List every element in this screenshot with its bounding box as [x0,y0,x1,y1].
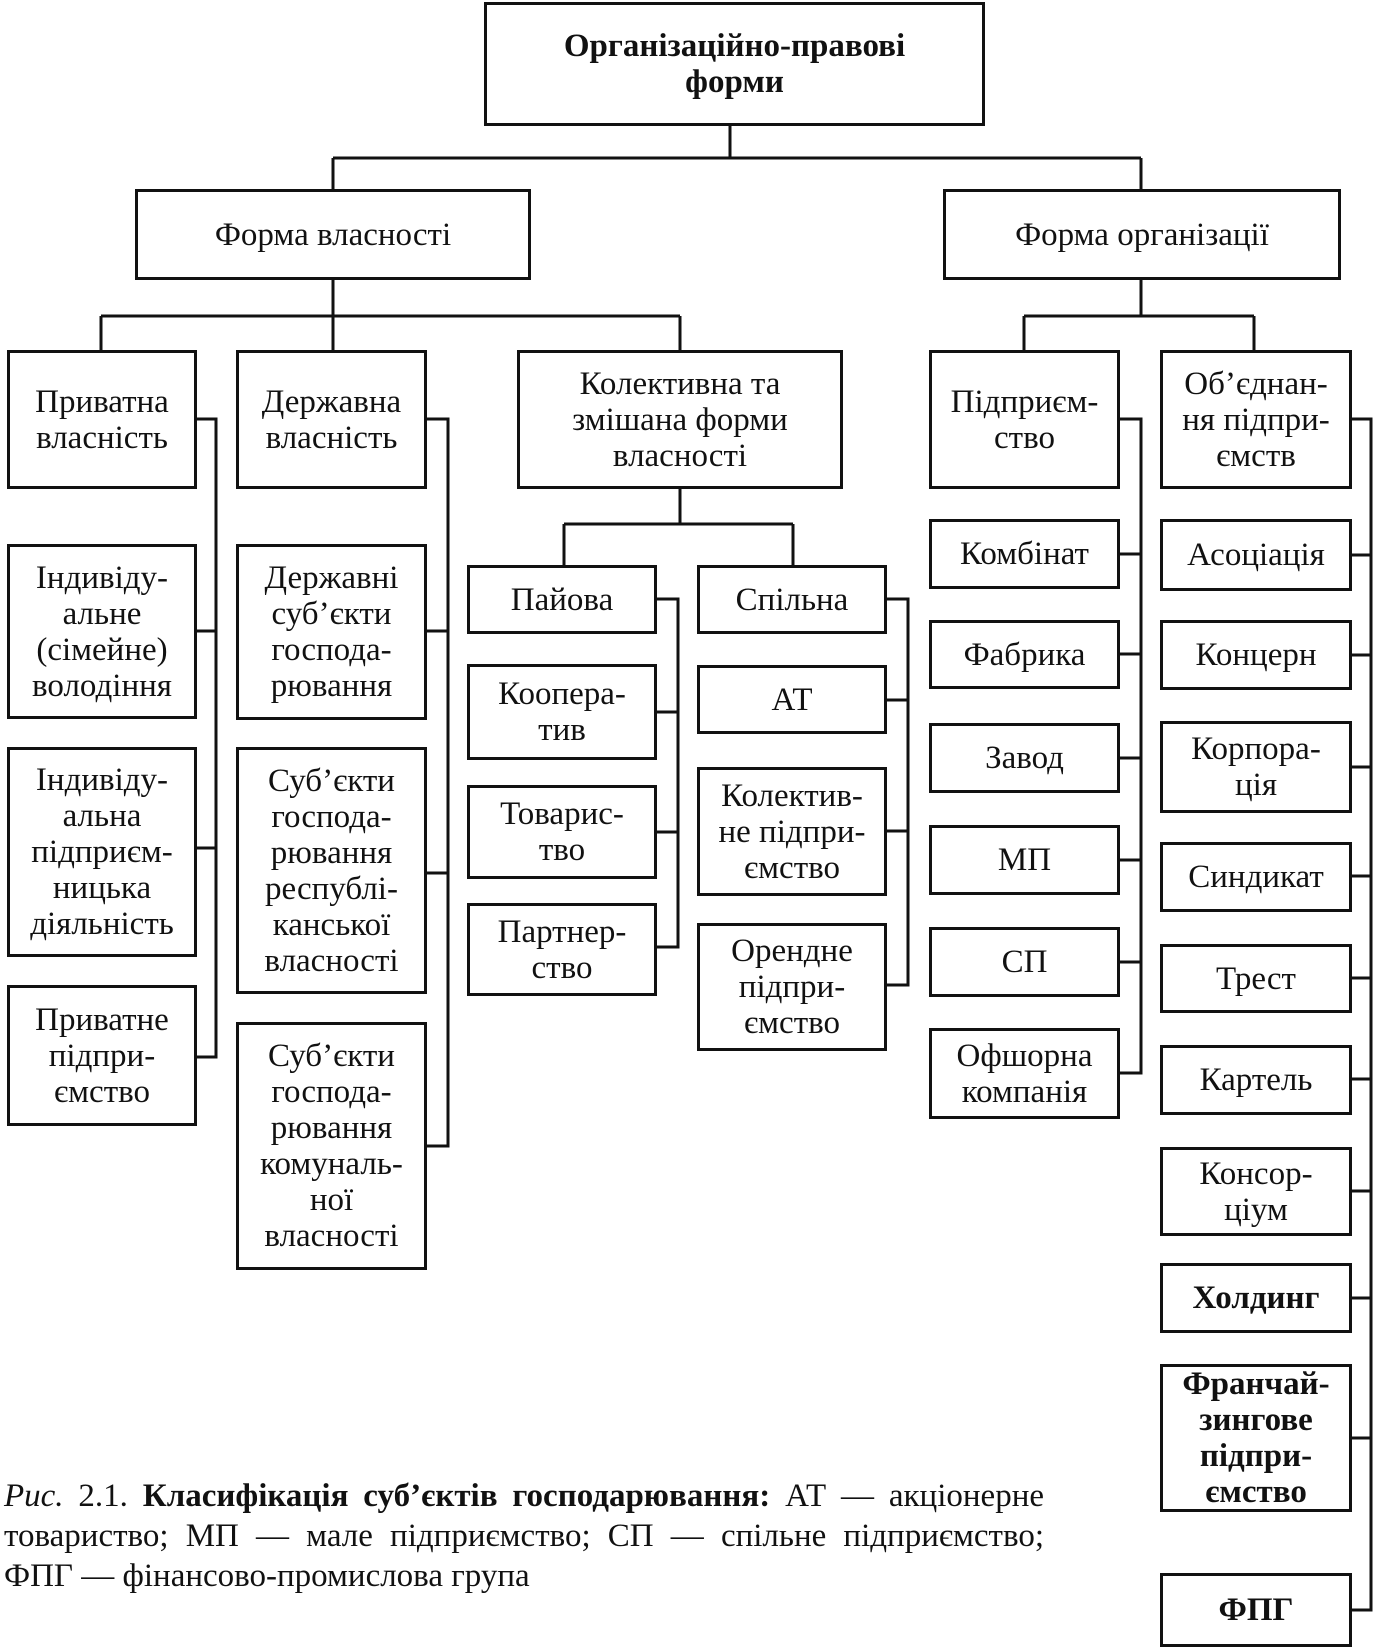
enterprise-item-factory: Фабрика [929,620,1120,689]
enterprise-item-combine: Комбінат [929,519,1120,589]
association-item-cartel: Картель [1160,1045,1352,1115]
state-item-state-entities: Державні суб’єкти господа- рювання [236,544,427,720]
enterprise-item-offshore-company: Офшорна компанія [929,1028,1120,1119]
enterprise-item-small-enterprise: МП [929,825,1120,895]
caption-title: Класифікація суб’єктів господарювання: [142,1478,771,1514]
caption-text: АТ — акціонерне товариство; МП — мале пі… [4,1478,1044,1594]
root-node: Організаційно-правові форми [484,2,985,126]
private-item-individual-entrepreneurship: Індивіду- альна підприєм- ницька діяльні… [7,747,197,957]
caption-label: Рис. [4,1478,64,1514]
enterprise-item-plant: Завод [929,723,1120,793]
private-item-individual-possession: Індивіду- альне (сімейне) володіння [7,544,197,719]
figure-caption: Рис. 2.1. Класифікація суб’єктів господа… [4,1476,1044,1596]
association-item-fig: ФПГ [1160,1573,1352,1647]
association-item-consortium: Консор- ціум [1160,1147,1352,1236]
joint-item-lease-enterprise: Орендне підпри- ємство [697,923,887,1051]
ownership-form-node: Форма власності [135,189,531,280]
share-item-partnership: Партнер- ство [467,903,657,996]
joint-item-collective-enterprise: Колектив- не підпри- ємство [697,767,887,896]
share-item-cooperative: Коопера- тив [467,664,657,760]
private-ownership-node: Приватна власність [7,350,197,489]
state-item-communal-entities: Суб’єкти господa- рювання комуналь- ної … [236,1022,427,1270]
enterprise-node: Підприєм- ство [929,350,1120,489]
enterprise-item-joint-venture: СП [929,927,1120,997]
joint-item-joint-stock-company: АТ [697,665,887,734]
association-item-trust: Трест [1160,944,1352,1013]
association-item-syndicate: Синдикат [1160,842,1352,912]
caption-number: 2.1. [78,1478,128,1514]
organization-form-node: Форма організації [943,189,1341,280]
joint-ownership-node: Спільна [697,565,887,634]
associations-node: Об’єднан- ня підпри- ємств [1160,350,1352,489]
share-item-company: Товарис- тво [467,785,657,879]
association-item-corporation: Корпора- ція [1160,721,1352,813]
association-item-association: Асоціація [1160,519,1352,591]
state-ownership-node: Державна власність [236,350,427,489]
state-item-republican-entities: Суб’єкти господа- рювання республі- канс… [236,747,427,994]
collective-mixed-ownership-node: Колективна та змішана форми власності [517,350,843,489]
association-item-holding: Холдинг [1160,1263,1352,1333]
private-item-private-enterprise: Приватне підпри- ємство [7,985,197,1126]
association-item-concern: Концерн [1160,620,1352,690]
share-ownership-node: Пайова [467,565,657,634]
association-item-franchise-enterprise: Франчай- зингове підпри- ємство [1160,1364,1352,1512]
